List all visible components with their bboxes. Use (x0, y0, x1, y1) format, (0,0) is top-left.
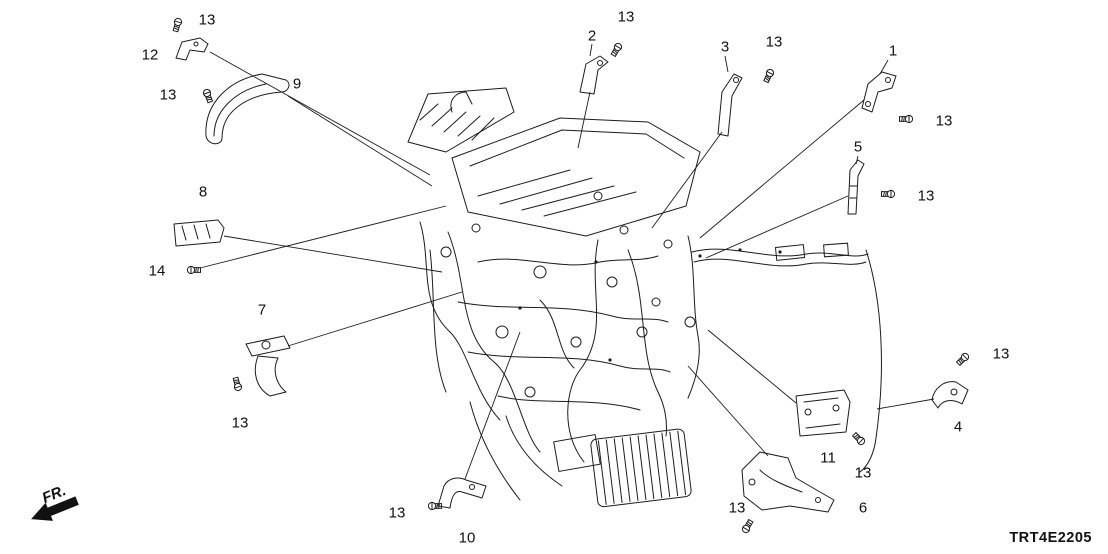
part-bracket-1 (861, 71, 897, 113)
callout-label-1: 1 (888, 42, 898, 60)
callout-label-3: 3 (720, 38, 730, 56)
callout-label-13: 13 (198, 11, 216, 29)
bolt-icon (955, 351, 971, 367)
callout-label-13: 13 (992, 345, 1010, 363)
bolt-icon (899, 114, 914, 124)
bolt-icon (171, 17, 183, 33)
part-bracket-7 (245, 335, 291, 397)
callout-label-2: 2 (587, 27, 597, 45)
bolt-icon (851, 431, 867, 447)
bolt-icon (201, 87, 215, 104)
part-bracket-2 (579, 55, 609, 95)
callout-label-14: 14 (148, 262, 166, 280)
callout-label-8: 8 (198, 183, 208, 201)
bolt-icon (186, 265, 201, 275)
part-bracket-8 (173, 219, 225, 247)
part-bracket-9 (205, 73, 290, 145)
part-bracket-12 (175, 37, 209, 61)
callout-label-10: 10 (458, 529, 476, 547)
callout-label-13: 13 (617, 8, 635, 26)
callout-label-5: 5 (853, 138, 863, 156)
bolt-icon (740, 518, 755, 535)
callout-label-4: 4 (953, 418, 963, 436)
bolt-icon (762, 67, 776, 84)
callout-label-13: 13 (765, 33, 783, 51)
part-bracket-11 (795, 389, 851, 437)
callout-label-12: 12 (141, 46, 159, 64)
engine-harness-drawing (407, 87, 882, 508)
callout-label-13: 13 (917, 187, 935, 205)
fr-arrow-icon (31, 496, 79, 521)
part-bracket-10 (437, 477, 487, 509)
diagram-code: TRT4E2205 (1009, 530, 1092, 546)
callout-label-13: 13 (159, 86, 177, 104)
callout-label-6: 6 (858, 499, 868, 517)
callout-label-13: 13 (854, 464, 872, 482)
bolt-icon (881, 189, 896, 199)
callout-label-13: 13 (728, 499, 746, 517)
callout-label-11: 11 (820, 449, 836, 467)
part-bracket-4 (931, 381, 969, 409)
callout-label-13: 13 (935, 112, 953, 130)
callout-label-13: 13 (388, 504, 406, 522)
bolt-icon (609, 41, 624, 58)
callout-label-9: 9 (292, 75, 302, 93)
callout-label-7: 7 (257, 301, 267, 319)
part-bracket-6 (741, 451, 835, 513)
part-bracket-5 (847, 159, 865, 215)
part-bracket-3 (717, 73, 743, 137)
leader-lines (199, 43, 935, 480)
bolt-icons (171, 17, 971, 535)
callout-label-13: 13 (231, 414, 249, 432)
bolt-icon (231, 376, 243, 392)
